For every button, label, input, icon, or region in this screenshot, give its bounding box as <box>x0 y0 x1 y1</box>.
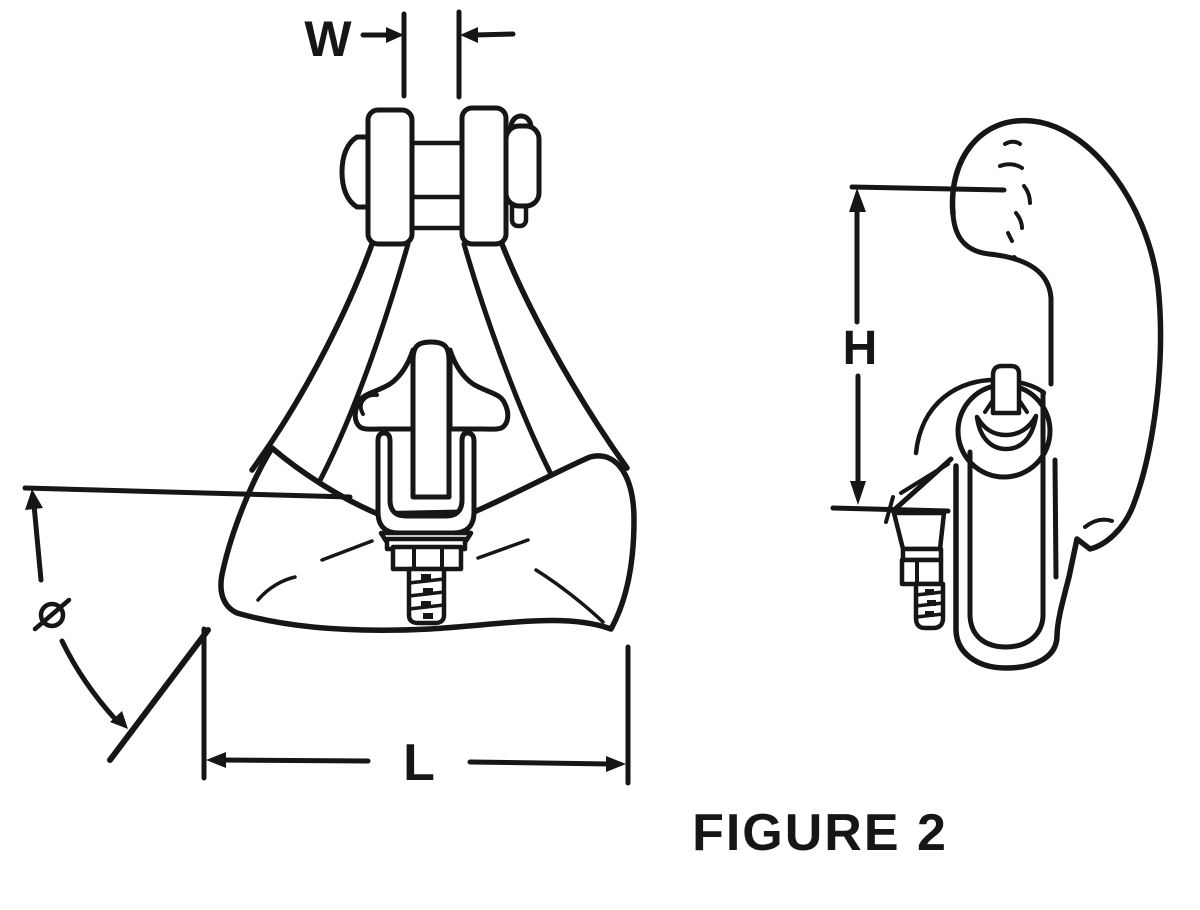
saddle-shading-line <box>476 538 530 560</box>
front-view <box>218 105 637 633</box>
side-bolt-stack <box>891 510 947 631</box>
hex-nut <box>390 544 464 572</box>
clevis-bolt-head <box>339 134 371 210</box>
thread-mark <box>925 589 934 595</box>
phi-symbol-icon <box>32 597 72 632</box>
figure-caption: FIGURE 2 <box>692 804 948 862</box>
dimension-line <box>467 759 613 767</box>
hanger-wing-left <box>352 347 416 432</box>
angle-arc-leader <box>59 638 119 723</box>
yoke-leg <box>461 241 559 487</box>
hanger-assembly <box>352 339 511 500</box>
body-front-face-line <box>899 462 950 495</box>
hanger-post <box>410 339 452 500</box>
yoke-leg <box>499 241 630 471</box>
yoke-leg <box>249 241 375 473</box>
hook-body-outline <box>949 117 1164 671</box>
saddle-shading-line <box>256 575 297 602</box>
saddle-shading-line <box>320 539 374 562</box>
wing-curl-line <box>358 392 379 416</box>
side-view <box>890 117 1164 671</box>
angle-reference-line <box>22 485 353 500</box>
arrowhead <box>25 489 43 510</box>
keeper-assembly <box>375 430 477 626</box>
angle-flank-line <box>107 627 211 763</box>
clevis-right-ear <box>459 105 509 247</box>
arrowhead <box>460 27 478 43</box>
hanger-wing-right <box>447 347 511 432</box>
bolt-seat-block <box>891 510 947 552</box>
clevis-assembly <box>339 105 542 247</box>
strap <box>967 389 1059 650</box>
arrowhead <box>386 27 404 43</box>
dimension-h: H <box>830 184 1007 524</box>
dimension-w: W <box>304 9 516 100</box>
w-label: W <box>304 11 352 67</box>
strap-inner-bottom <box>967 613 1046 650</box>
cotter-pin <box>503 123 542 209</box>
saddle-shading-line <box>534 568 605 624</box>
angle-arc-leg <box>31 502 44 583</box>
hidden-hole-dashes <box>998 139 1032 261</box>
dimension-line <box>219 757 371 764</box>
thread-mark <box>421 601 431 607</box>
side-hex-nut <box>899 557 944 587</box>
thread-line <box>407 577 446 585</box>
post-end-tab <box>990 363 1022 416</box>
arrowhead <box>110 711 128 729</box>
thread-mark <box>927 600 936 606</box>
caption-text: FIGURE 2 <box>692 804 948 862</box>
arrowhead <box>850 481 866 505</box>
l-label: L <box>403 734 435 792</box>
thread-mark <box>423 613 433 619</box>
cradle-band <box>974 413 1039 452</box>
thread-mark <box>423 588 433 594</box>
lip-shading-line <box>1083 517 1114 529</box>
extension-tick <box>884 495 895 524</box>
hook-inner-curve <box>950 211 1054 387</box>
arrowhead <box>206 752 226 768</box>
tab-flare-line <box>983 398 995 414</box>
h-label: H <box>843 322 878 375</box>
yoke-leg <box>313 241 411 491</box>
tab-flare-line <box>1017 398 1029 414</box>
clevis-left-ear <box>365 107 415 247</box>
thread-mark <box>421 574 431 580</box>
thread-mark <box>925 611 934 617</box>
yoke-legs <box>249 241 630 491</box>
dimension-line <box>471 31 516 38</box>
arrowhead <box>606 756 626 772</box>
dimension-l: L <box>201 626 631 792</box>
dimension-phi <box>22 485 353 763</box>
arrowhead <box>849 188 866 212</box>
height-reference-line <box>849 184 1007 193</box>
boss-ring-arc <box>913 377 1047 456</box>
strap-outer-edge <box>1052 457 1059 580</box>
